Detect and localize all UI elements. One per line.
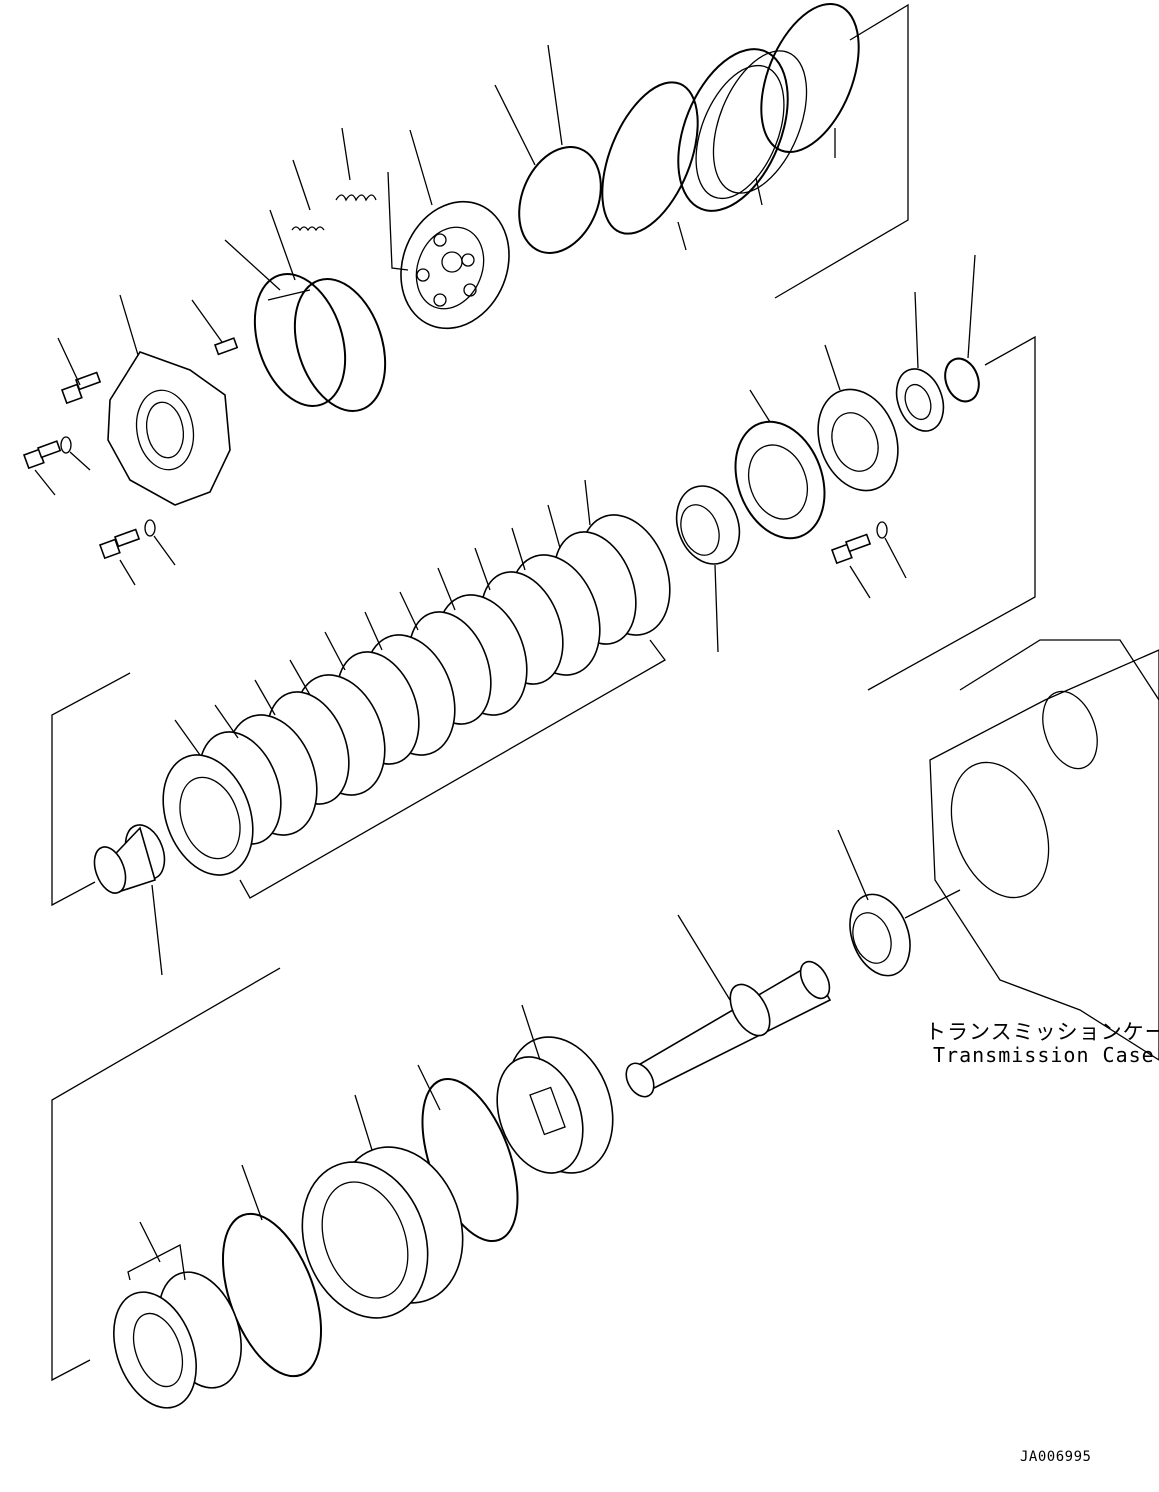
piston-ring-large <box>760 2 860 158</box>
carrier-plate <box>107 294 231 506</box>
dowel-pin <box>191 299 239 356</box>
bolt-left <box>22 436 91 496</box>
ring-gear-housing <box>301 1094 464 1319</box>
assembly-brackets <box>51 3 1036 1382</box>
output-shaft <box>625 914 832 1098</box>
cover-plates <box>113 1221 242 1409</box>
snap-ring-right <box>944 254 980 403</box>
bearing-right <box>895 291 945 432</box>
bolt-right <box>830 521 907 599</box>
clutch-disc-stack <box>162 479 671 899</box>
transmission-case-label-japanese: トランスミッションケース <box>925 1020 1159 1044</box>
roller-bearing-middle <box>675 485 741 653</box>
bearing-lower-right <box>837 829 911 977</box>
seal-ring-middle <box>601 81 699 251</box>
seal-ring-small <box>494 44 602 254</box>
drawing-code: JA006995 <box>1020 1449 1092 1465</box>
sun-gear <box>496 1004 614 1174</box>
clutch-piston <box>400 129 510 330</box>
clutch-drum-cylinder <box>224 209 387 412</box>
transmission-case-label-english: Transmission Case <box>933 1043 1155 1067</box>
bolt-bottom <box>98 519 176 586</box>
clutch-piston-housing <box>677 48 808 212</box>
thrust-washer <box>734 389 826 540</box>
spacer-sleeve <box>93 824 166 976</box>
return-springs <box>291 127 409 271</box>
transmission-case-reference <box>904 639 1159 1061</box>
bolt-top <box>57 337 102 405</box>
bearing-housing-plate <box>817 344 899 492</box>
